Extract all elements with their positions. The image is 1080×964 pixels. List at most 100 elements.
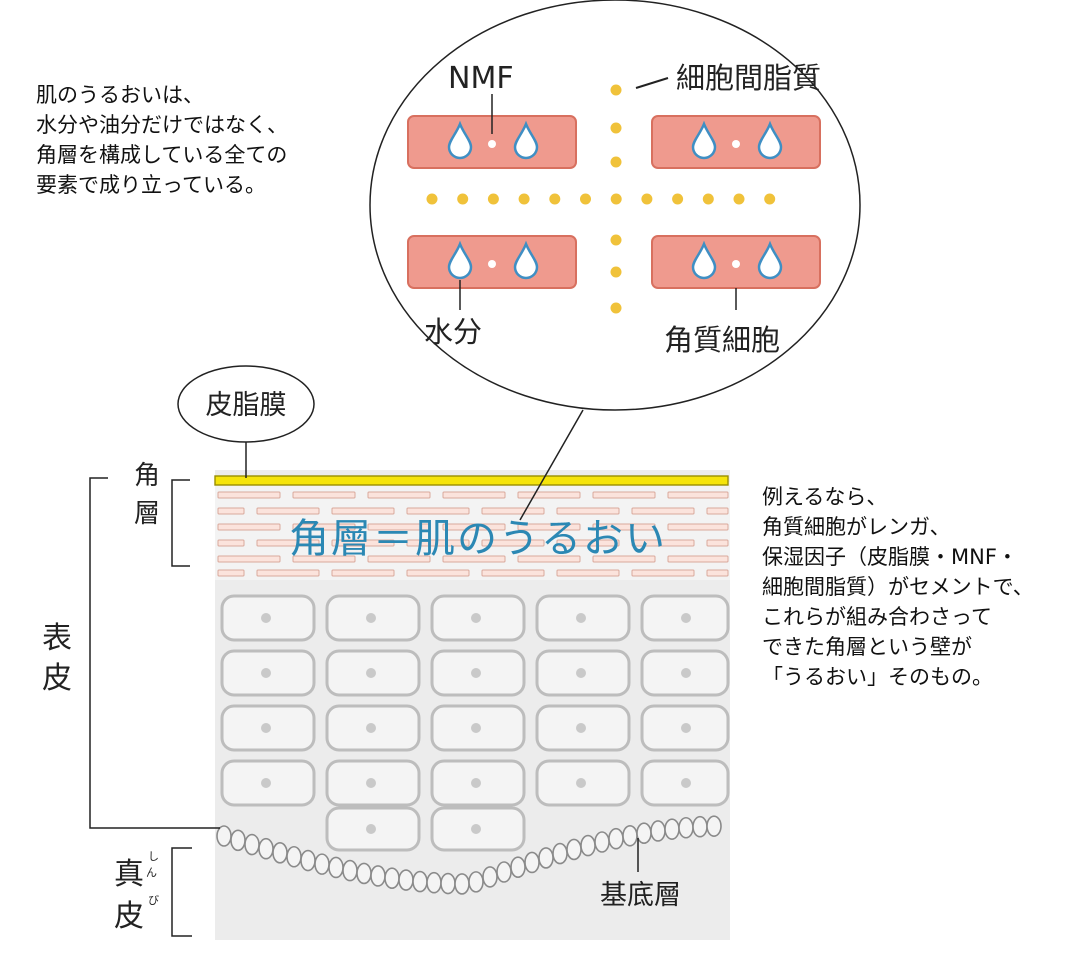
water-droplet-icon [757,120,783,160]
corneocyte-brick [331,539,395,547]
dermis-ruby-3: び [148,894,159,907]
basal-cell [370,865,386,887]
basal-cell [552,842,568,865]
water-label: 水分 [424,315,482,349]
headline-text: 角層＝肌のうるおい [289,516,667,562]
corneocyte-brick [592,523,656,531]
corneocyte-brick [481,569,545,577]
right-explanation: 例えるなら、 角質細胞がレンガ、 保湿因子（皮脂膜・MNF・ 細胞間脂質）がセメ… [762,482,1034,692]
sebum-film-label: 皮脂膜 [206,390,287,421]
basal-cell [356,862,372,885]
right-note-line: これらが組み合わさって [762,605,992,629]
basal-cell [230,829,246,852]
lipid-dot [580,193,591,205]
lipid-dot [641,193,653,205]
cell-nucleus [471,824,481,834]
basal-cell [468,871,484,893]
cell-nucleus [576,778,586,788]
corneocyte-brick [406,507,470,515]
corneocyte-brick [631,539,695,547]
corneocyte-brick [592,491,656,499]
cell-nucleus [681,723,691,733]
cell-nucleus [261,613,271,623]
nmf-dot [488,260,496,268]
epidermis-cell-grid [220,594,730,852]
water-droplet-icon [513,240,539,280]
basal-cell [706,815,722,837]
corneocyte-brick [367,555,431,563]
left-explanation: 肌のうるおいは、 水分や油分だけではなく、 角層を構成している全ての 要素で成り… [36,80,288,200]
cell-nucleus [261,778,271,788]
cell-nucleus [681,778,691,788]
cell-nucleus [366,613,376,623]
nmf-dot [488,140,496,148]
corneocyte-brick [442,523,506,531]
basal-cell [678,816,694,839]
lipid-dot [610,156,622,168]
corneocyte-brick [367,491,431,499]
basal-cell [580,834,596,857]
cell-nucleus [471,723,481,733]
corneocyte-brick [256,539,320,547]
basal-cell [244,833,260,856]
corneocyte-brick [556,507,620,515]
left-note-line: 水分や油分だけではなく、 [36,113,288,137]
basal-cell [314,853,330,875]
lipid-dot [457,193,469,205]
lipid-dot [610,84,622,96]
corneocyte-brick [217,491,281,499]
dermis-label-1: 真 [114,857,144,892]
lipid-dot [487,193,499,205]
right-note-line: 例えるなら、 [762,485,888,509]
corneocyte-brick [706,569,729,577]
lipid-dot [610,234,622,246]
water-droplet-icon [447,240,473,280]
left-note-line: 角層を構成している全ての [36,143,288,167]
water-droplet-icon [513,120,539,160]
cell-nucleus [681,613,691,623]
corneocyte-brick [481,539,545,547]
basal-cell [454,873,470,895]
basal-cell [440,872,456,895]
basal-cell [496,861,512,883]
cell-nucleus [261,723,271,733]
corneocyte-brick [517,523,581,531]
corneocyte-brick [706,539,729,547]
basal-cell [328,856,344,879]
stratum-corneum-bracket [171,479,190,567]
basal-cell [692,815,708,838]
basal-cell [384,867,400,889]
basal-cell [622,824,638,847]
basal-cell [482,866,498,888]
stratum-corneum-label-1: 角 [134,461,160,491]
dermis-ruby-2: ん [146,866,157,879]
basal-cell [650,820,666,842]
basal-cell [524,851,540,874]
basal-cell [300,849,316,872]
sebum-film-bar [214,475,729,486]
stratum-corneum-label-2: 層 [134,499,160,529]
cell-nucleus [471,668,481,678]
corneocyte-brick [406,569,470,577]
basal-cell [216,825,232,847]
nmf-dot [732,140,740,148]
lipid-dot [702,193,714,205]
epidermis-bracket [89,477,220,829]
basal-cell [566,838,582,861]
corneocyte-brick [331,569,395,577]
epidermis-label-2: 皮 [42,661,72,696]
corneocyte-brick [217,507,245,515]
dermis-ruby-1: し [148,850,159,863]
corneocyte-brick [592,555,656,563]
cell-nucleus [681,668,691,678]
corneocyte-brick-layer [217,491,729,577]
basal-cell [286,845,302,868]
lipid-dot [549,193,561,205]
corneocyte-brick [217,569,245,577]
basal-cell [398,869,414,891]
nmf-dot [732,260,740,268]
right-note-line: できた角層という壁が [762,635,972,659]
lipid-leader [635,77,669,89]
left-note-line: 肌のうるおいは、 [36,83,204,107]
